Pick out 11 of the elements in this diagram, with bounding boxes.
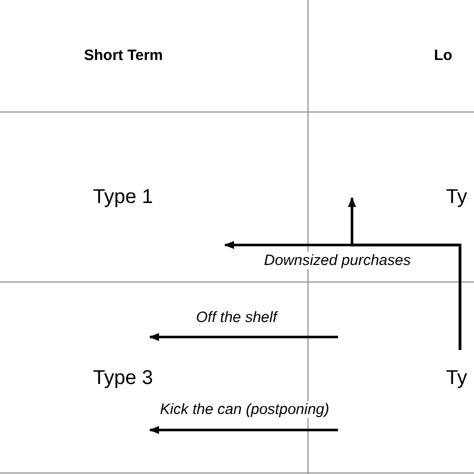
column-header: Short Term [84, 47, 163, 64]
cell-label: Ty [446, 367, 468, 390]
cell-label: Type 3 [93, 367, 154, 390]
arrow [149, 333, 338, 341]
arrow [149, 426, 338, 434]
edge-label: Downsized purchases [262, 252, 413, 269]
arrow [348, 197, 462, 350]
cell-label: Type 1 [93, 186, 154, 209]
edge-label: Kick the can (postponing) [158, 401, 332, 418]
cell-label: Ty [446, 186, 468, 209]
column-header: Lo [434, 47, 452, 64]
